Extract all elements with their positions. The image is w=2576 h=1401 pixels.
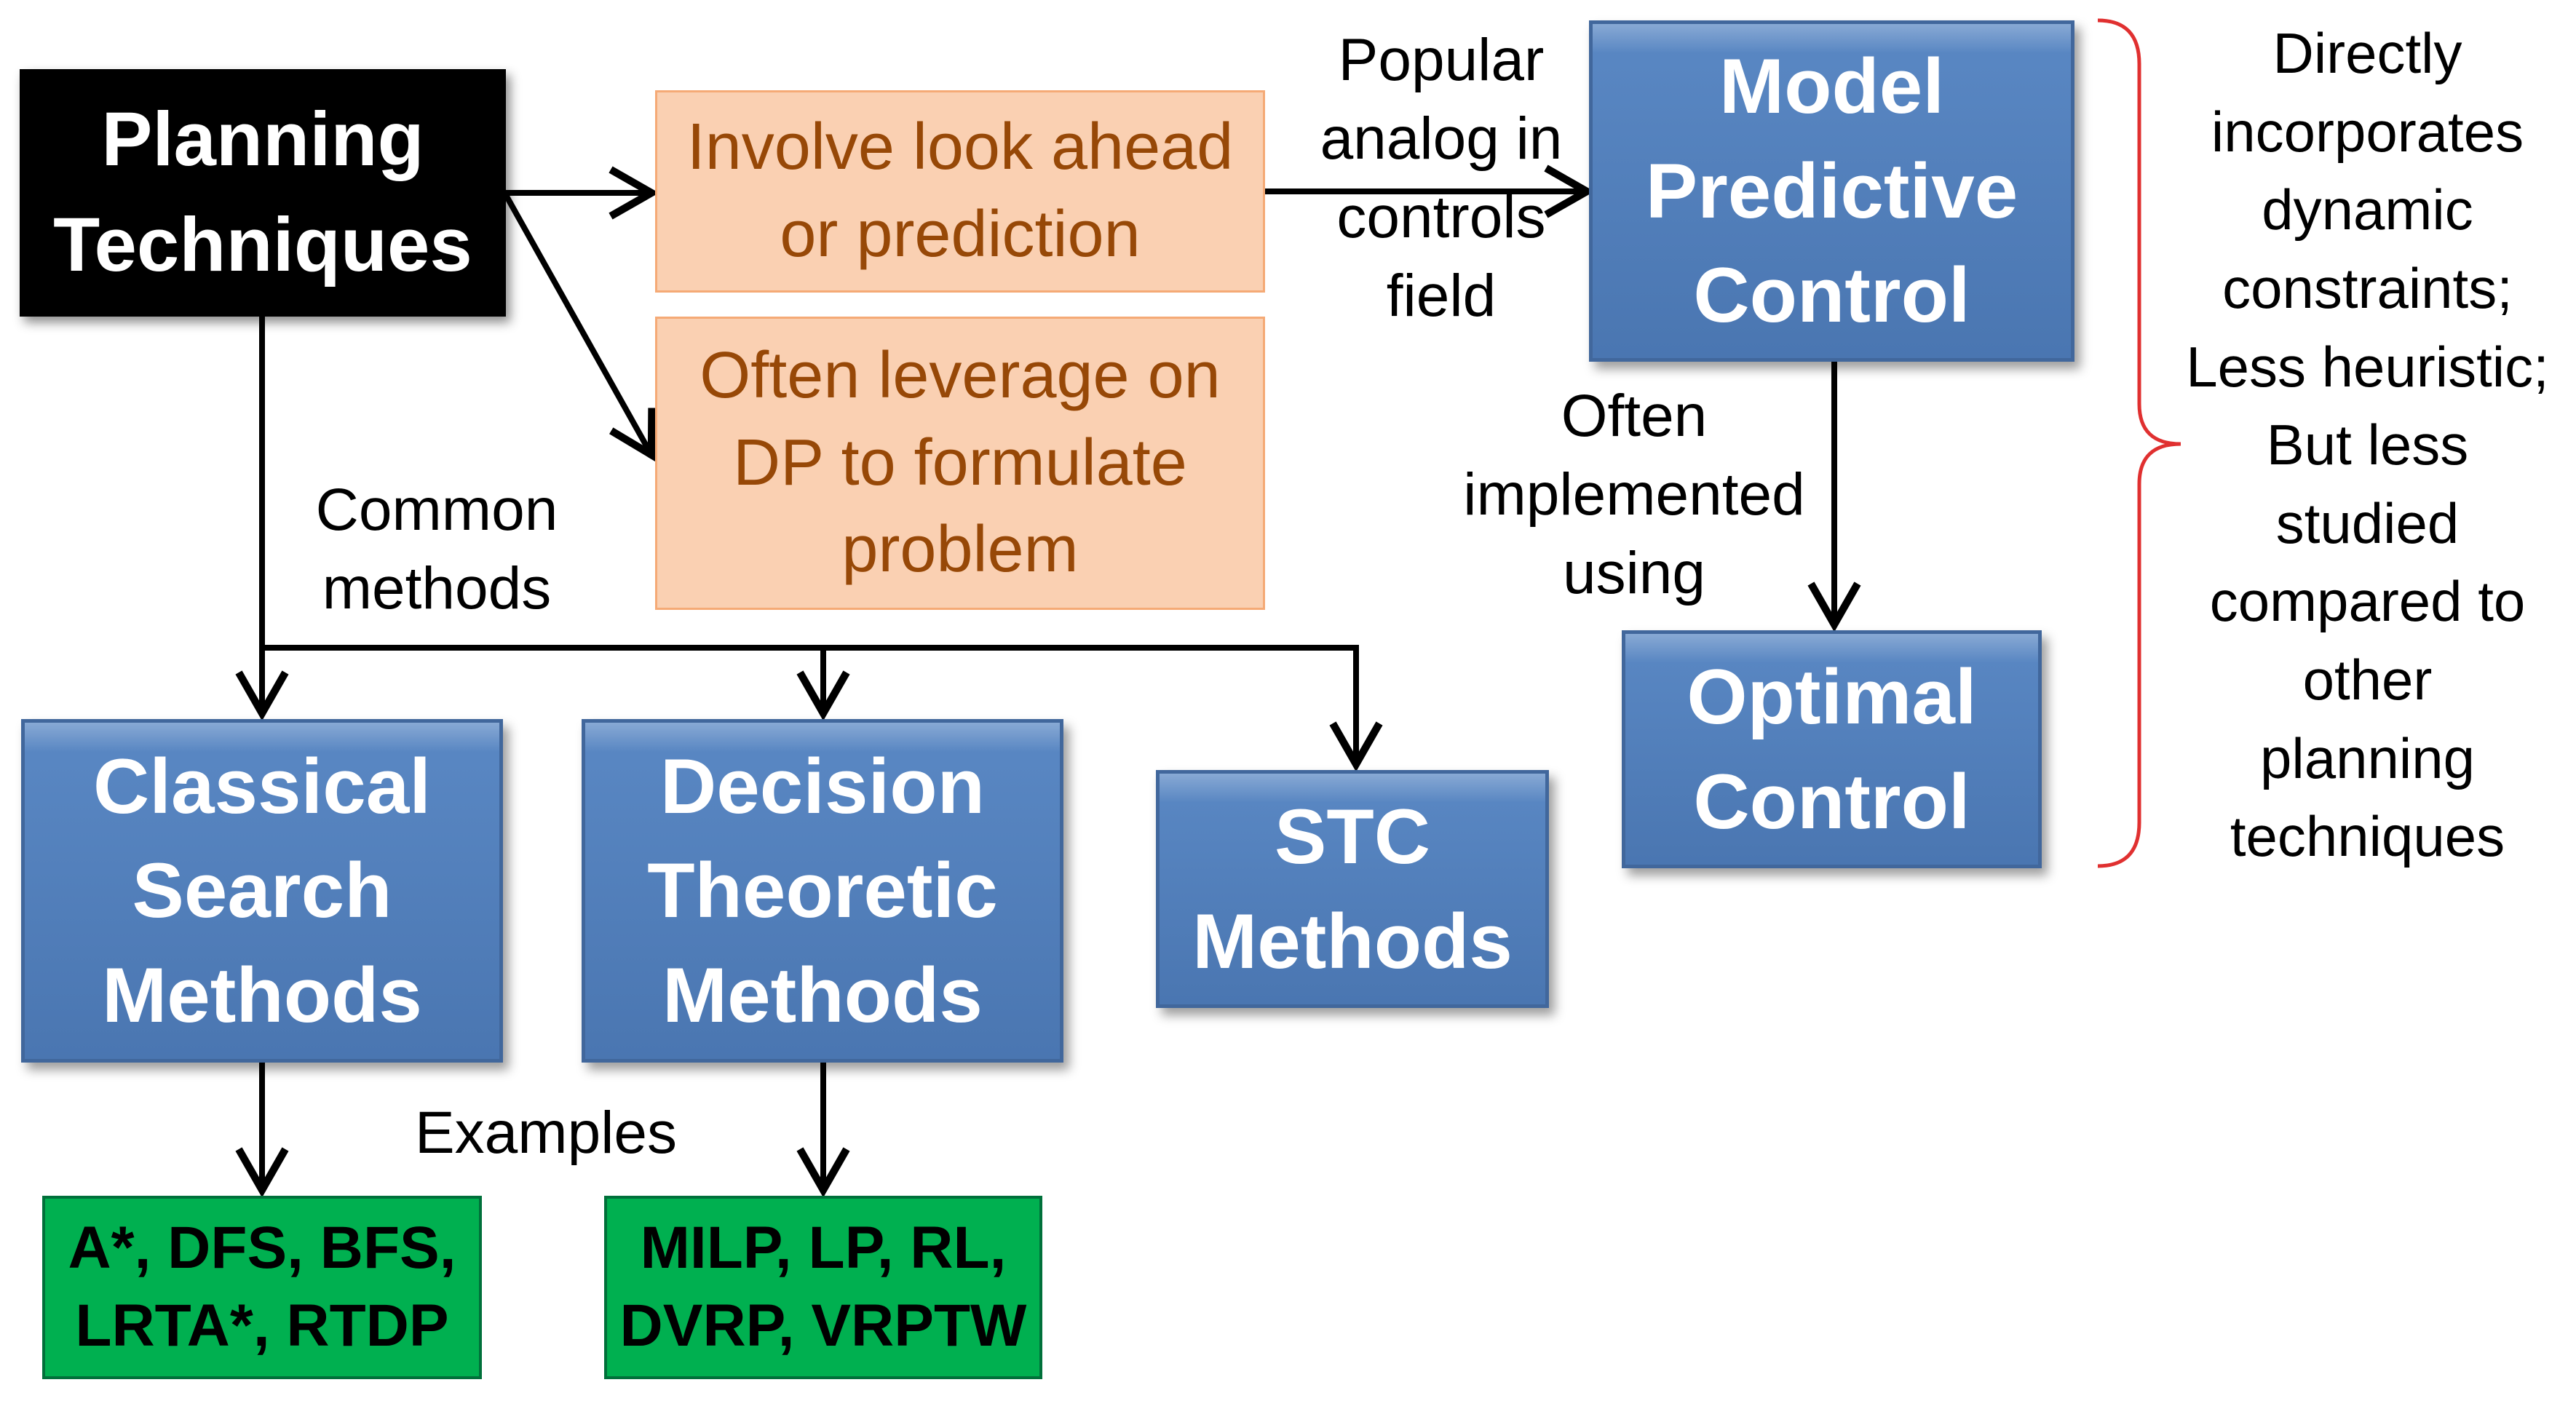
common-methods-connector [259, 317, 1383, 772]
stc-methods-box: STC Methods [1156, 770, 1549, 1008]
common-methods-label: Common methods [315, 476, 558, 622]
model-predictive-control-box: Model Predictive Control [1589, 20, 2074, 362]
optimal-control-box: Optimal Control [1622, 630, 2042, 868]
planning-techniques-box: Planning Techniques [20, 69, 506, 317]
arrow-planning-to-dp [503, 194, 656, 462]
popular-analog-label: Popular analog in controls field [1320, 26, 1563, 330]
classical-examples-box: A*, DFS, BFS, LRTA*, RTDP [42, 1196, 482, 1379]
decision-theoretic-methods-box: Decision Theoretic Methods [582, 719, 1063, 1063]
dp-formulation-box: Often leverage on DP to formulate proble… [655, 317, 1265, 610]
examples-label: Examples [414, 1100, 678, 1167]
decision-examples-box: MILP, LP, RL, DVRP, VRPTW [604, 1196, 1042, 1379]
mpc-note-bracket [2097, 18, 2181, 868]
implemented-using-label: Often implemented using [1463, 382, 1805, 607]
mpc-note-text: Directly incorporates dynamic constraint… [2186, 21, 2549, 869]
classical-search-methods-box: Classical Search Methods [21, 719, 503, 1063]
lookahead-box: Involve look ahead or prediction [655, 90, 1265, 293]
